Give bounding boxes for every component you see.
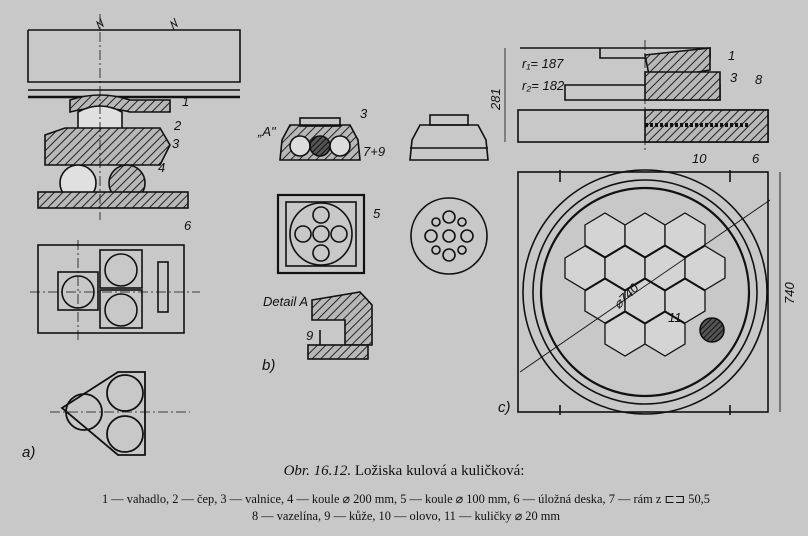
label-c-3: 3 <box>730 70 738 85</box>
label-b-9: 9 <box>306 328 313 343</box>
part-b-views <box>276 114 489 360</box>
label-c-r2: r₂= 182 <box>522 78 565 93</box>
label-c-height: 281 <box>488 88 503 111</box>
part-a-side-view <box>27 14 241 220</box>
label-c-10: 10 <box>692 151 707 166</box>
part-a-triangle-view <box>50 371 190 456</box>
label-b-7: 7+9 <box>363 144 385 159</box>
label-c-width: 740 <box>782 282 797 304</box>
subfigure-a: a) <box>22 444 35 460</box>
label-c-8: 8 <box>755 72 763 87</box>
figure-caption: Obr. 16.12. Ložiska kulová a kuličková: <box>0 463 808 480</box>
label-b-5: 5 <box>373 206 381 221</box>
label-c-11: 11 <box>668 310 682 325</box>
part-c-plan <box>517 169 781 415</box>
label-c-6: 6 <box>752 151 760 166</box>
label-a-3: 3 <box>172 136 180 151</box>
label-b-3: 3 <box>360 106 368 121</box>
legend-line-2: 8 — vazelína, 9 — kůže, 10 — olovo, 11 —… <box>251 509 561 523</box>
label-a-2: 2 <box>173 118 182 133</box>
technical-drawing: 1 2 3 4 6 a) 3 7+9 5 9 „A" Detail A b) 1… <box>22 14 797 460</box>
label-b-view-a: „A" <box>257 124 277 139</box>
label-a-6: 6 <box>184 218 192 233</box>
subfigure-c: c) <box>498 399 511 416</box>
label-b-detail: Detail A <box>263 294 308 309</box>
label-a-4: 4 <box>158 160 165 175</box>
label-c-1: 1 <box>728 48 735 63</box>
part-a-plan-view <box>30 240 200 340</box>
figure-number: Obr. 16.12. <box>283 463 352 479</box>
part-c-section <box>504 40 769 150</box>
subfigure-b: b) <box>262 357 275 374</box>
label-a-1: 1 <box>182 94 189 109</box>
legend-line-1: 1 — vahadlo, 2 — čep, 3 — valnice, 4 — k… <box>102 492 710 506</box>
figure-title: Ložiska kulová a kuličková: <box>354 463 525 479</box>
label-c-r1: r₁= 187 <box>522 56 564 71</box>
